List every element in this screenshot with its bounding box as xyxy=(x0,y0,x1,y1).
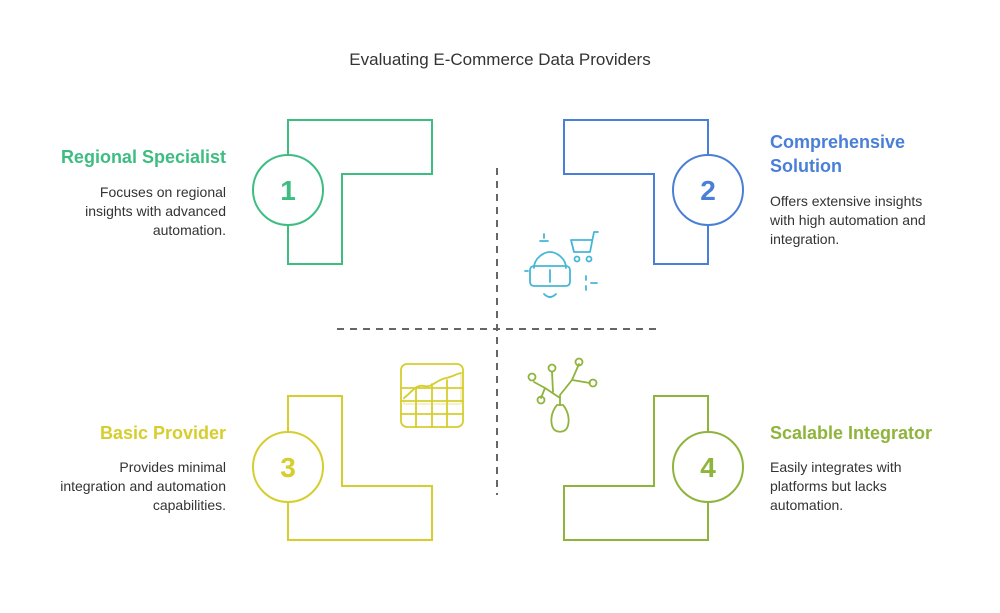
shopping-cart-icon xyxy=(570,231,599,263)
basic-provider-description: Provides minimal integration and automat… xyxy=(60,459,226,513)
quadrant-2-number: 2 xyxy=(700,175,716,206)
quadrant-2-shape: 2 xyxy=(563,119,744,265)
vr-headset-icon xyxy=(524,233,598,298)
comprehensive-solution-description: Offers extensive insights with high auto… xyxy=(770,193,926,247)
basic-provider-heading: Basic Provider xyxy=(99,423,226,443)
plant-network-icon xyxy=(527,357,598,433)
scalable-integrator-heading: Scalable Integrator xyxy=(770,423,933,443)
scalable-integrator-description: Easily integrates with platforms but lac… xyxy=(770,459,902,513)
page-title: Evaluating E-Commerce Data Providers xyxy=(349,50,651,69)
quadrant-1-number: 1 xyxy=(280,175,296,206)
line-chart-grid-icon xyxy=(400,363,464,428)
comprehensive-solution-heading: Comprehensive Solution xyxy=(770,132,906,176)
regional-specialist-heading: Regional Specialist xyxy=(60,147,226,167)
quadrant-3-number: 3 xyxy=(280,452,296,483)
quadrant-4-shape: 4 xyxy=(563,395,744,541)
regional-specialist-description: Focuses on regional insights with advanc… xyxy=(85,184,226,238)
quadrant-3-shape: 3 xyxy=(252,395,433,541)
quadrant-1-shape: 1 xyxy=(252,119,433,265)
quadrant-4-number: 4 xyxy=(700,452,716,483)
